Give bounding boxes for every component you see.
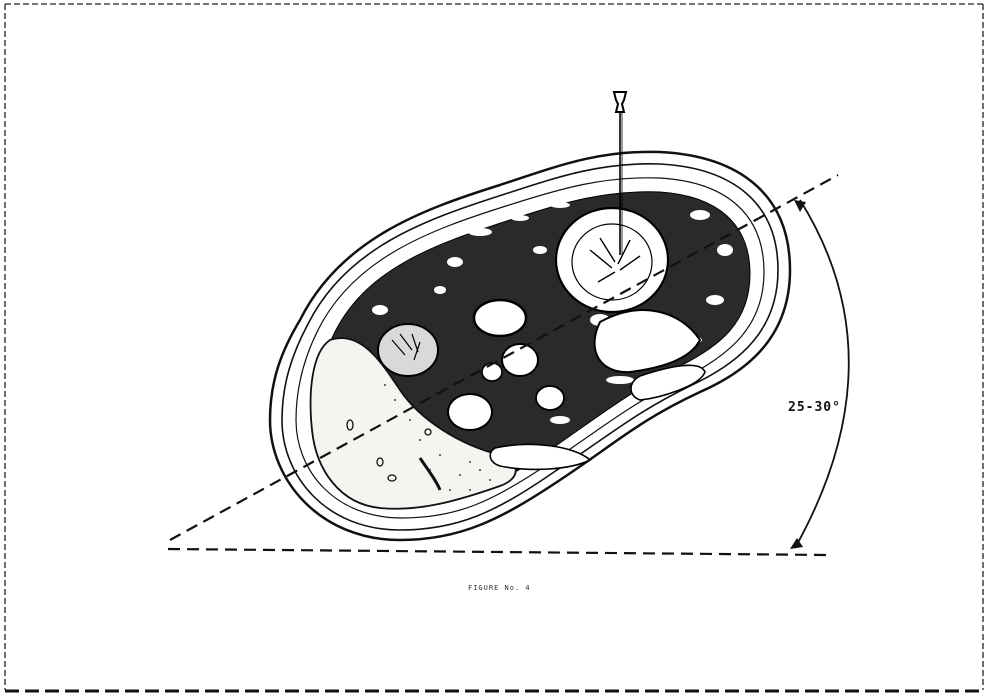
bowel-loop-3 bbox=[536, 386, 564, 410]
angle-arrowhead-bottom bbox=[790, 538, 803, 549]
horizontal-dashed-line bbox=[168, 549, 830, 555]
needle-hub bbox=[614, 92, 626, 112]
angle-arc-curve bbox=[795, 200, 849, 548]
bowel-loop-4 bbox=[482, 363, 502, 381]
body-cross-section bbox=[270, 152, 790, 540]
right-kidney bbox=[378, 324, 438, 376]
angle-arc bbox=[790, 200, 849, 549]
figure-caption: FIGURE No. 4 bbox=[468, 584, 531, 592]
bowel-loop-1 bbox=[502, 344, 538, 376]
angle-label: 25-30° bbox=[788, 400, 841, 415]
aorta bbox=[474, 300, 526, 336]
bowel-loop-2 bbox=[448, 394, 492, 430]
